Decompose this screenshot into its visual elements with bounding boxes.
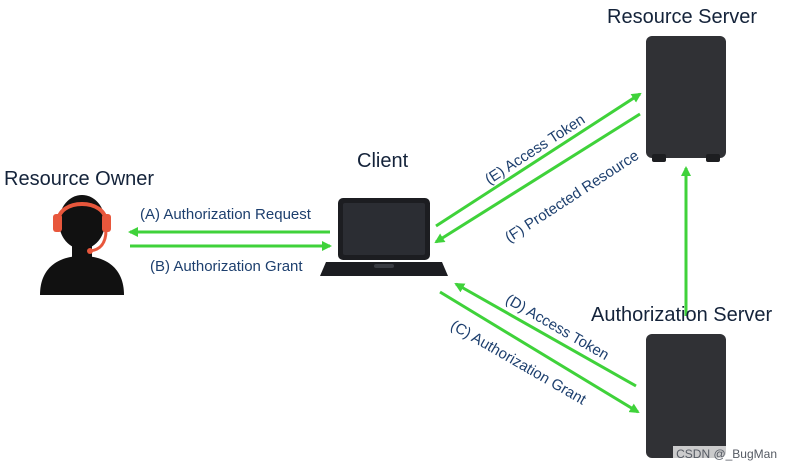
resource-owner-icon <box>40 195 124 295</box>
resource-owner-label: Resource Owner <box>4 168 155 190</box>
authorization-server-icon <box>646 334 726 458</box>
flow-label-a: (A) Authorization Request <box>140 206 311 223</box>
arrows <box>128 92 691 414</box>
flow-label-b: (B) Authorization Grant <box>150 258 303 275</box>
resource-server-label: Resource Server <box>607 6 758 28</box>
client-label: Client <box>357 150 409 172</box>
resource-server-icon <box>646 36 726 162</box>
client-laptop-icon <box>320 198 448 276</box>
arrow-e-access-token <box>435 92 642 228</box>
arrow-c-authorization-grant <box>439 290 640 414</box>
watermark: CSDN @_BugMan <box>673 446 780 462</box>
authorization-server-label: Authorization Server <box>591 304 773 326</box>
arrow-f-protected-resource <box>434 112 641 244</box>
arrow-d-access-token <box>454 282 637 388</box>
